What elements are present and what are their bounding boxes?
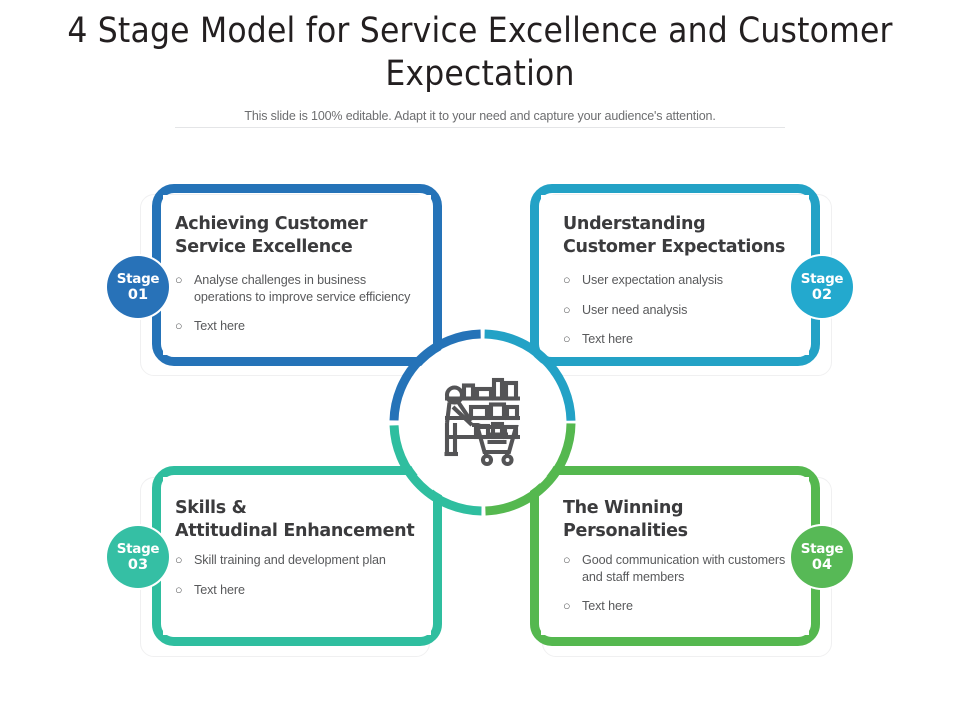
stage-card-panel-03[interactable]: Skills & Attitudinal Enhancement ○ Skill…	[163, 477, 431, 635]
bullet-icon: ○	[563, 302, 571, 317]
stage-bullets-01: ○ Analyse challenges in business operati…	[175, 272, 415, 335]
stage-badge-word-02: Stage	[800, 270, 844, 287]
stage-title-line2-03: Attitudinal Enhancement	[175, 521, 415, 541]
stage-bullets-03: ○ Skill training and development plan ○ …	[175, 552, 415, 598]
header-divider	[175, 127, 785, 128]
stage-title-04: The Winning Personalities	[563, 497, 797, 543]
stage-title-line2-02: Customer Expectations	[563, 237, 786, 257]
bullet-icon: ○	[563, 332, 571, 346]
bullet-icon: ○	[175, 582, 183, 597]
bullet-icon: ○	[563, 599, 571, 613]
stage-bullets-02: ○ User expectation analysis ○ User need …	[563, 272, 797, 348]
stage-title-line1-03: Skills &	[175, 498, 247, 518]
list-item: ○ Analyse challenges in business operati…	[175, 272, 415, 305]
stage-card-panel-02[interactable]: Understanding Customer Expectations ○ Us…	[541, 195, 809, 355]
center-hub	[385, 325, 580, 520]
stage-badge-word-01: Stage	[116, 270, 160, 287]
page-title: 4 Stage Model for Service Excellence and…	[67, 11, 893, 94]
header: 4 Stage Model for Service Excellence and…	[0, 0, 960, 123]
bullet-text: Text here	[582, 599, 633, 613]
stage-card-panel-01[interactable]: Achieving Customer Service Excellence ○ …	[163, 195, 431, 355]
stage-badge-number-04: 04	[811, 556, 833, 573]
bullet-text: User need analysis	[582, 302, 688, 317]
bullet-text: Good communication with customers and st…	[582, 553, 786, 584]
bullet-text: Analyse challenges in business operation…	[194, 273, 411, 304]
bullet-icon: ○	[175, 273, 183, 287]
stage-badge-word-04: Stage	[800, 540, 844, 557]
list-item: ○ User expectation analysis	[563, 272, 797, 289]
stage-title-line1-02: Understanding	[563, 214, 706, 234]
stage-badge-number-03: 03	[127, 556, 149, 573]
stage-badge-word-03: Stage	[116, 540, 160, 557]
bullet-text: User expectation analysis	[582, 273, 724, 287]
stage-badge-04[interactable]: Stage 04	[791, 526, 853, 588]
bullet-icon: ○	[563, 553, 571, 567]
shopper-with-cart-icon	[444, 377, 520, 466]
list-item: ○ Text here	[175, 582, 415, 599]
list-item: ○ Text here	[175, 318, 415, 335]
stage-bullets-04: ○ Good communication with customers and …	[563, 552, 797, 615]
bullet-text: Text here	[194, 582, 245, 597]
list-item: ○ Text here	[563, 331, 797, 348]
list-item: ○ Text here	[563, 598, 797, 615]
stage-card-panel-04[interactable]: The Winning Personalities ○ Good communi…	[541, 477, 809, 635]
bullet-text: Skill training and development plan	[194, 553, 386, 567]
stage-title-03: Skills & Attitudinal Enhancement	[175, 497, 415, 543]
stage-badge-number-02: 02	[811, 286, 833, 303]
stage-badge-02[interactable]: Stage 02	[791, 256, 853, 318]
stage-title-line2-04: Personalities	[563, 521, 688, 541]
bullet-text: Text here	[194, 319, 245, 333]
page-subtitle: This slide is 100% editable. Adapt it to…	[244, 109, 716, 123]
stage-title-02: Understanding Customer Expectations	[563, 213, 797, 259]
bullet-icon: ○	[175, 319, 183, 333]
bullet-icon: ○	[175, 553, 183, 567]
stage-title-line1-01: Achieving Customer	[175, 214, 368, 234]
bullet-icon: ○	[563, 273, 571, 287]
list-item: ○ Skill training and development plan	[175, 552, 415, 569]
bullet-text: Text here	[582, 332, 633, 346]
stage-title-01: Achieving Customer Service Excellence	[175, 213, 415, 259]
list-item: ○ User need analysis	[563, 302, 797, 319]
center-disc	[399, 339, 566, 506]
stage-title-line1-04: The Winning	[563, 498, 684, 518]
stage-badge-number-01: 01	[127, 286, 149, 303]
list-item: ○ Good communication with customers and …	[563, 552, 797, 585]
stage-title-line2-01: Service Excellence	[175, 237, 353, 257]
stage-badge-01[interactable]: Stage 01	[107, 256, 169, 318]
stage-badge-03[interactable]: Stage 03	[107, 526, 169, 588]
